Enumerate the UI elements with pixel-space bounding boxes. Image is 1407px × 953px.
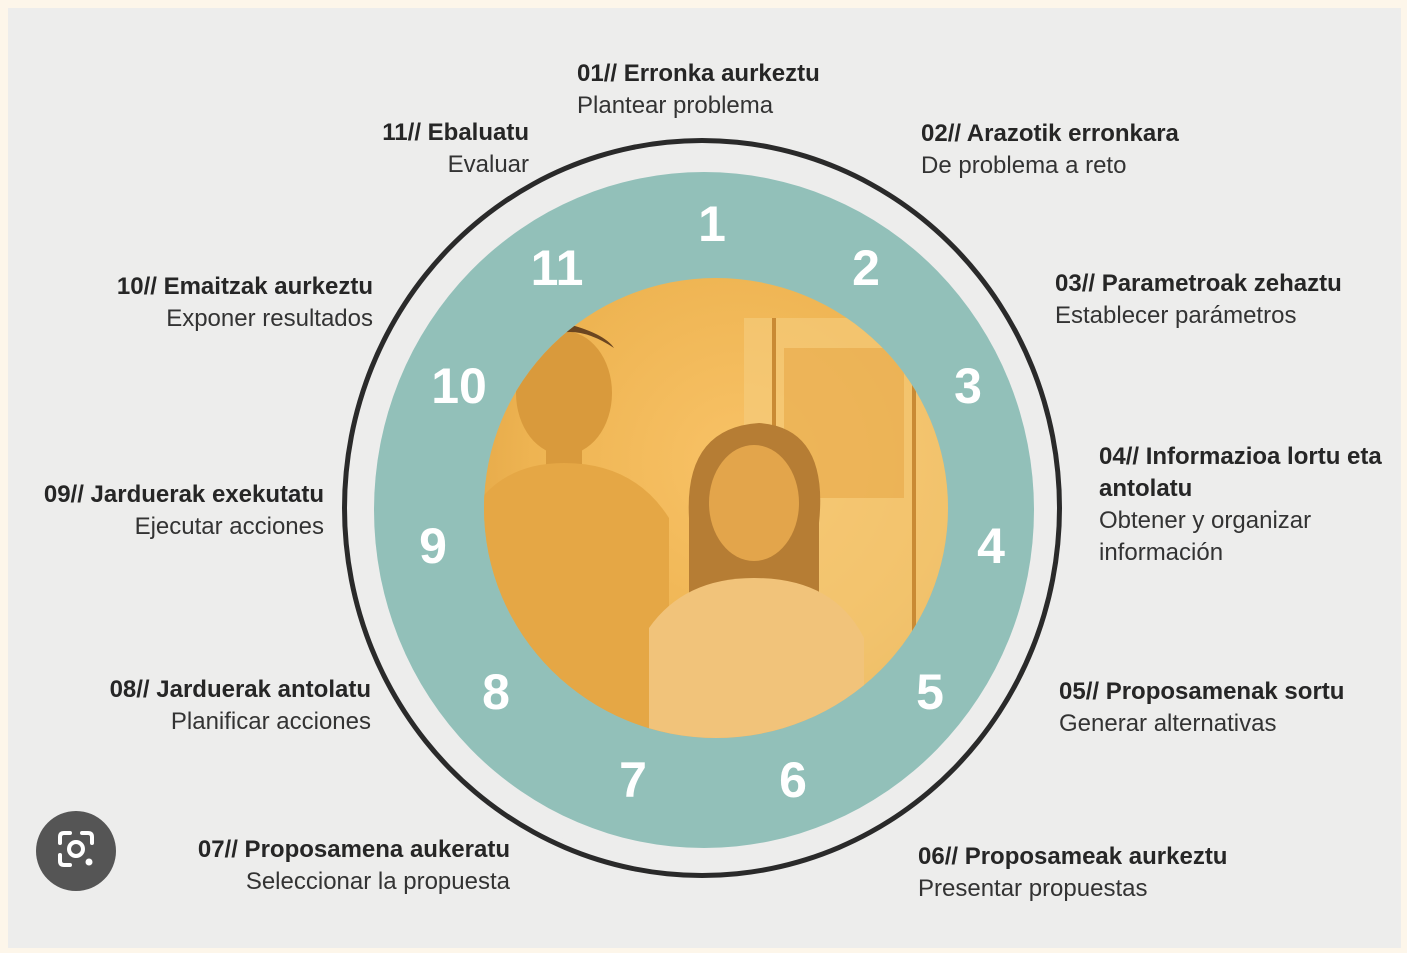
clock-number-6: 6: [779, 752, 807, 808]
outer-ring: [342, 138, 1062, 878]
step-title: 04// Informazioa lortu eta antolatu: [1099, 443, 1382, 502]
step-07-label: 07// Proposamena aukeratu Seleccionar la…: [198, 834, 510, 898]
google-lens-button[interactable]: [36, 811, 116, 891]
step-11-label: 11// Ebaluatu Evaluar: [382, 117, 529, 181]
step-01-label: 01// Erronka aurkeztu Plantear problema: [577, 58, 820, 122]
step-10-label: 10// Emaitzak aurkeztu Exponer resultado…: [117, 271, 373, 335]
clock-number-3: 3: [954, 358, 982, 414]
google-lens-icon: [54, 827, 98, 876]
step-title: 03// Parametroak zehaztu: [1055, 270, 1342, 297]
step-08-label: 08// Jarduerak antolatu Planificar accio…: [110, 674, 371, 738]
step-title: 02// Arazotik erronkara: [921, 120, 1179, 147]
step-title: 11// Ebaluatu: [382, 119, 529, 146]
step-subtitle: Ejecutar acciones: [134, 513, 324, 540]
clock-number-11: 11: [530, 240, 584, 296]
step-subtitle: Evaluar: [447, 151, 529, 178]
step-title: 01// Erronka aurkeztu: [577, 60, 820, 87]
step-subtitle: Presentar propuestas: [918, 875, 1148, 902]
step-title: 06// Proposameak aurkeztu: [918, 843, 1228, 870]
step-subtitle: Plantear problema: [577, 92, 774, 119]
clock-number-4: 4: [977, 518, 1005, 574]
step-subtitle: De problema a reto: [921, 152, 1127, 179]
step-subtitle: Generar alternativas: [1059, 710, 1277, 737]
clock-number-10: 10: [431, 358, 487, 414]
students-photo: [484, 278, 948, 738]
clock-number-1: 1: [698, 196, 726, 252]
step-06-label: 06// Proposameak aurkeztu Presentar prop…: [918, 841, 1227, 905]
step-title: 07// Proposamena aukeratu: [197, 836, 510, 863]
step-subtitle: Establecer parámetros: [1055, 302, 1297, 329]
step-title: 08// Jarduerak antolatu: [109, 676, 371, 703]
step-05-label: 05// Proposamenak sortu Generar alternat…: [1059, 676, 1344, 740]
clock-number-9: 9: [419, 518, 447, 574]
step-subtitle: Exponer resultados: [166, 305, 373, 332]
step-02-label: 02// Arazotik erronkara De problema a re…: [921, 118, 1179, 182]
step-subtitle: Planificar acciones: [170, 708, 371, 735]
step-subtitle: Seleccionar la propuesta: [245, 868, 510, 895]
step-03-label: 03// Parametroak zehaztu Establecer pará…: [1055, 268, 1342, 332]
clock-number-8: 8: [482, 664, 510, 720]
step-title: 05// Proposamenak sortu: [1059, 678, 1345, 705]
step-subtitle: Obtener y organizar información: [1099, 507, 1312, 566]
step-title: 09// Jarduerak exekutatu: [43, 481, 324, 508]
clock-number-7: 7: [619, 752, 647, 808]
step-09-label: 09// Jarduerak exekutatu Ejecutar accion…: [44, 479, 324, 543]
step-title: 10// Emaitzak aurkeztu: [116, 273, 373, 300]
clock-number-5: 5: [916, 664, 944, 720]
step-04-label: 04// Informazioa lortu eta antolatu Obte…: [1099, 441, 1389, 569]
clock-number-2: 2: [852, 240, 880, 296]
